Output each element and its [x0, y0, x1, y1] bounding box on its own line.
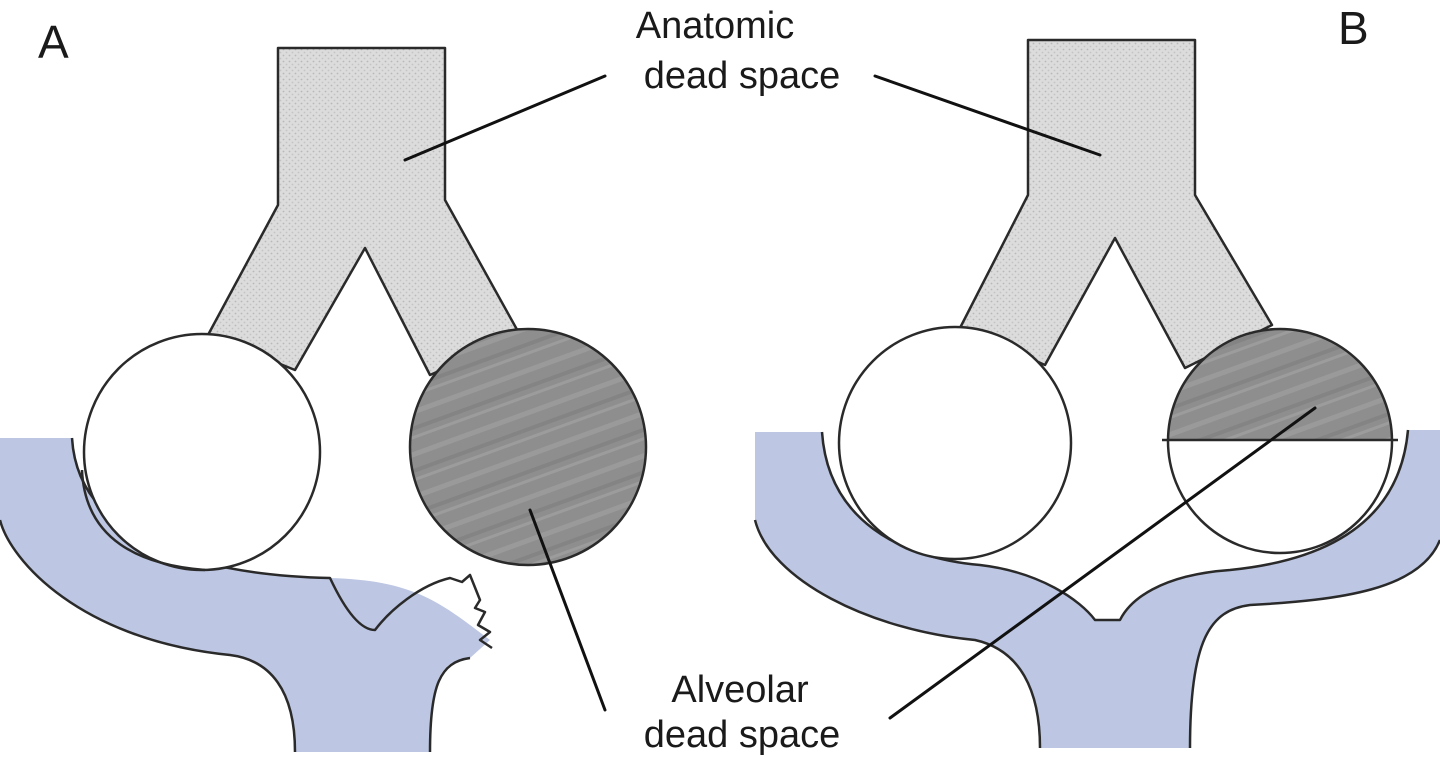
alveolar-dead-space-callout: Alveolar dead space	[528, 406, 1317, 756]
airway-b	[958, 38, 1274, 370]
anatomic-leader-a	[403, 74, 607, 162]
anatomic-label-line2: dead space	[644, 55, 841, 97]
panel-label-b: B	[1338, 2, 1369, 54]
alveolar-leader-b	[888, 406, 1317, 720]
anatomic-leader-b	[873, 74, 1102, 157]
panel-b	[753, 38, 1440, 749]
capillary-a-rim	[80, 469, 206, 572]
alveolar-leader-a	[528, 508, 607, 712]
alveolus-normal-b	[837, 325, 1073, 561]
alveolar-label-line1: Alveolar	[671, 669, 809, 711]
airway-a	[206, 46, 522, 377]
anatomic-label-line1: Anatomic	[636, 5, 794, 47]
panel-a	[0, 46, 648, 753]
alveolar-label-line2: dead space	[644, 714, 841, 756]
panel-label-a: A	[38, 16, 69, 68]
alveolus-dead-a	[408, 327, 648, 567]
anatomic-dead-space-callout: Anatomic dead space	[403, 5, 1102, 162]
alveolus-normal-a	[82, 332, 322, 572]
